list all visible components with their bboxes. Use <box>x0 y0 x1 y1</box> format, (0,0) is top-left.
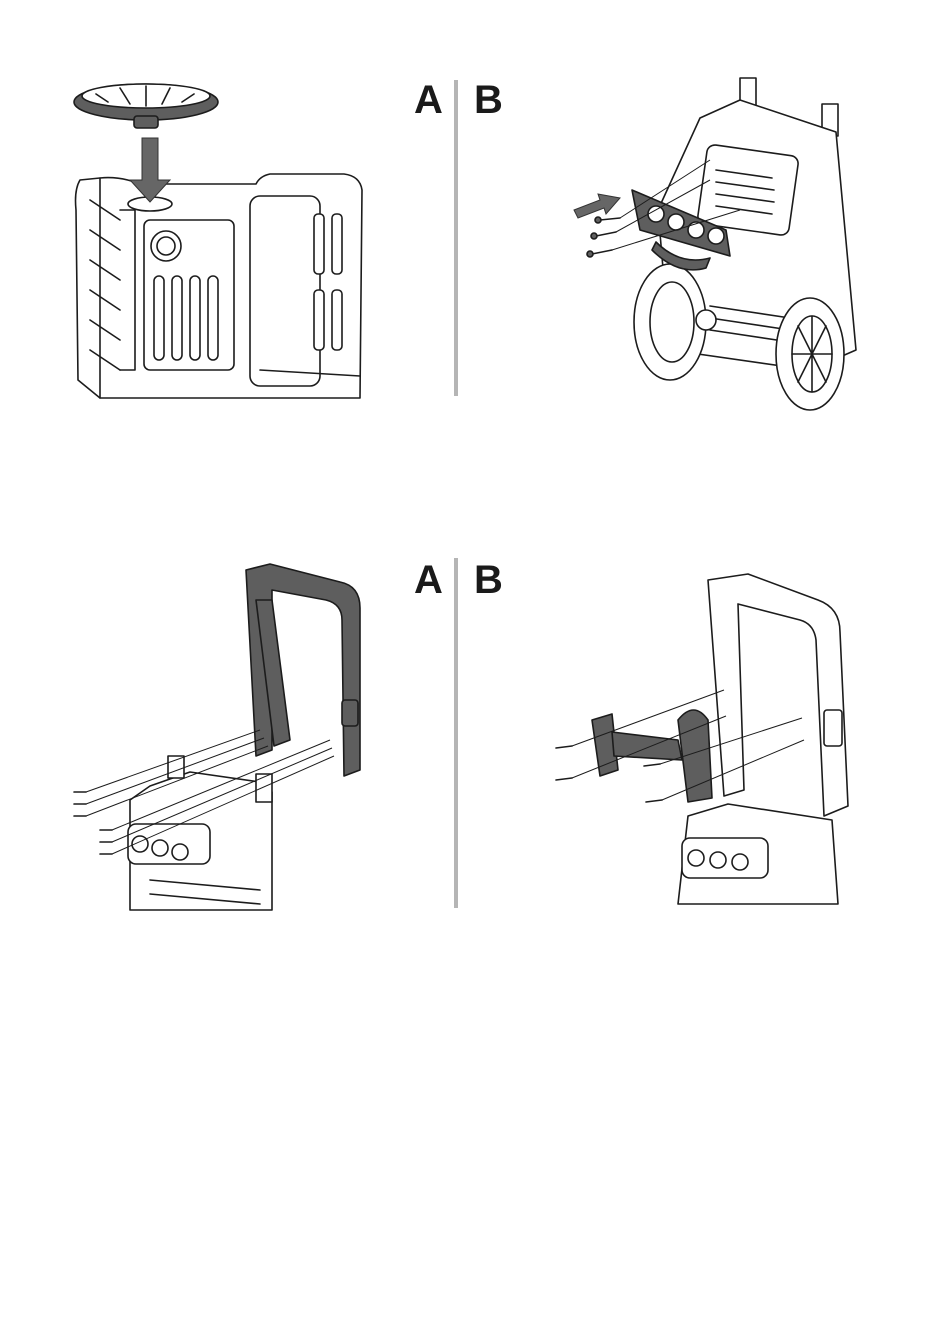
wheel-icon <box>74 84 218 128</box>
bottom-label-b: B <box>474 560 503 600</box>
lance-holder-icon <box>592 710 712 802</box>
top-a-illustration <box>60 80 380 400</box>
bottom-label-a: A <box>414 560 443 600</box>
top-b-illustration <box>560 70 880 410</box>
top-divider <box>454 80 458 396</box>
screw-icon <box>587 217 620 257</box>
top-label-b: B <box>474 80 503 120</box>
top-label-a: A <box>414 80 443 120</box>
handle-frame-icon <box>246 564 360 776</box>
bottom-b-illustration <box>548 570 868 910</box>
bottom-divider <box>454 558 458 908</box>
bottom-a-illustration <box>60 560 390 910</box>
